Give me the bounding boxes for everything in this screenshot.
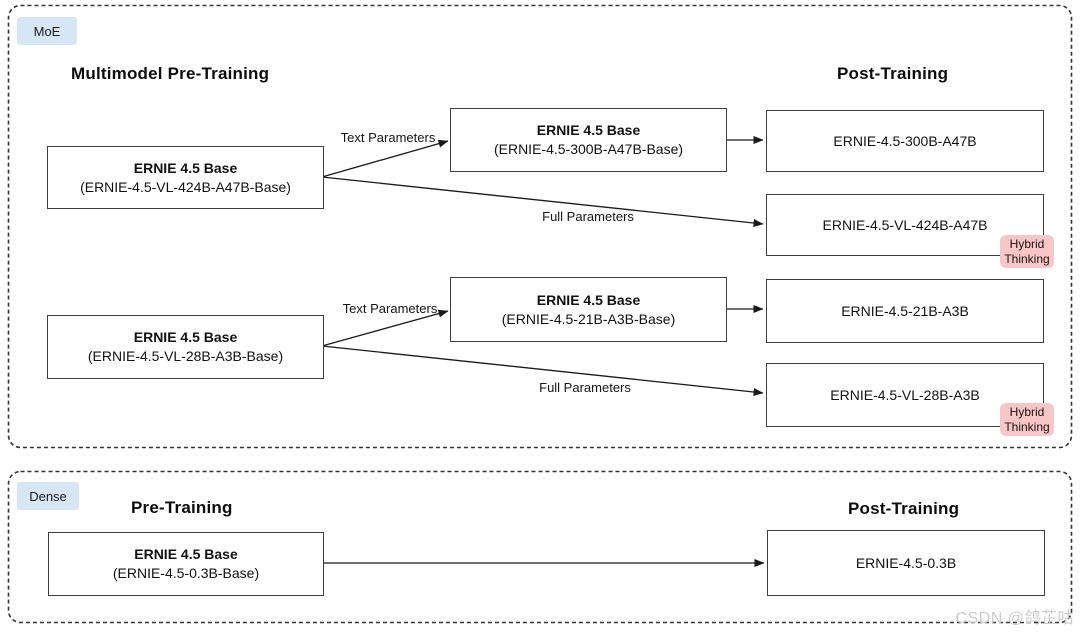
model-box-post-vl-28b-a3b: ERNIE-4.5-VL-28B-A3B bbox=[766, 363, 1044, 427]
dense-pretrain-heading: Pre-Training bbox=[131, 498, 233, 517]
model-title: ERNIE-4.5-300B-A47B bbox=[833, 132, 977, 149]
hybrid-badge-line: Thinking bbox=[1004, 419, 1050, 434]
moe-badge: MoE bbox=[17, 17, 77, 45]
model-box-vl-424b-base: ERNIE 4.5 Base (ERNIE-4.5-VL-424B-A47B-B… bbox=[47, 146, 324, 209]
dense-badge: Dense bbox=[17, 482, 79, 510]
model-box-post-21b-a3b: ERNIE-4.5-21B-A3B bbox=[766, 279, 1044, 343]
model-subtitle: (ERNIE-4.5-VL-28B-A3B-Base) bbox=[87, 348, 284, 364]
model-subtitle: (ERNIE-4.5-21B-A3B-Base) bbox=[501, 310, 676, 327]
hybrid-badge-line: Hybrid bbox=[1009, 404, 1045, 419]
model-box-vl-28b-base: ERNIE 4.5 Base (ERNIE-4.5-VL-28B-A3B-Bas… bbox=[47, 315, 324, 379]
model-title: ERNIE-4.5-21B-A3B bbox=[841, 302, 969, 319]
model-box-0-3b-base: ERNIE 4.5 Base (ERNIE-4.5-0.3B-Base) bbox=[48, 532, 324, 596]
model-title: ERNIE-4.5-VL-424B-A47B bbox=[822, 216, 988, 233]
edge-label-r1-text-parameters: Text Parameters bbox=[340, 130, 436, 145]
edge-label-r2-text-parameters: Text Parameters bbox=[342, 301, 438, 316]
moe-posttrain-heading: Post-Training bbox=[837, 64, 949, 83]
model-title: ERNIE-4.5-0.3B bbox=[855, 554, 957, 571]
model-title: ERNIE 4.5 Base bbox=[134, 546, 238, 562]
model-title: ERNIE 4.5 Base bbox=[536, 122, 641, 138]
hybrid-badge-line: Hybrid bbox=[1009, 236, 1045, 251]
model-title: ERNIE 4.5 Base bbox=[536, 291, 641, 308]
dense-posttrain-heading: Post-Training bbox=[848, 499, 960, 518]
model-subtitle: (ERNIE-4.5-300B-A47B-Base) bbox=[493, 141, 684, 157]
model-box-post-0-3b: ERNIE-4.5-0.3B bbox=[767, 530, 1045, 596]
hybrid-badge-line: Thinking bbox=[1004, 251, 1050, 266]
model-title: ERNIE 4.5 Base bbox=[133, 159, 238, 176]
model-title: ERNIE-4.5-VL-28B-A3B bbox=[830, 386, 980, 403]
model-box-300b-base: ERNIE 4.5 Base (ERNIE-4.5-300B-A47B-Base… bbox=[450, 108, 727, 172]
edge-label-r1-full-parameters: Full Parameters bbox=[542, 209, 634, 224]
csdn-watermark: CSDN @鸽芷咕 bbox=[955, 610, 1074, 627]
hybrid-thinking-badge: Hybrid Thinking bbox=[1000, 403, 1054, 436]
model-subtitle: (ERNIE-4.5-VL-424B-A47B-Base) bbox=[80, 178, 291, 195]
arrow-r1-text-parameters bbox=[321, 139, 449, 178]
hybrid-thinking-badge: Hybrid Thinking bbox=[1000, 235, 1054, 268]
model-box-21b-base: ERNIE 4.5 Base (ERNIE-4.5-21B-A3B-Base) bbox=[450, 277, 727, 342]
edge-label-r2-full-parameters: Full Parameters bbox=[539, 380, 631, 395]
model-box-post-300b-a47b: ERNIE-4.5-300B-A47B bbox=[766, 110, 1044, 172]
model-title: ERNIE 4.5 Base bbox=[133, 329, 238, 345]
model-subtitle: (ERNIE-4.5-0.3B-Base) bbox=[112, 565, 260, 581]
arrow-r2-text-parameters bbox=[321, 309, 449, 347]
model-box-post-vl-424b-a47b: ERNIE-4.5-VL-424B-A47B bbox=[766, 194, 1044, 256]
moe-pretrain-heading: Multimodel Pre-Training bbox=[71, 64, 270, 83]
